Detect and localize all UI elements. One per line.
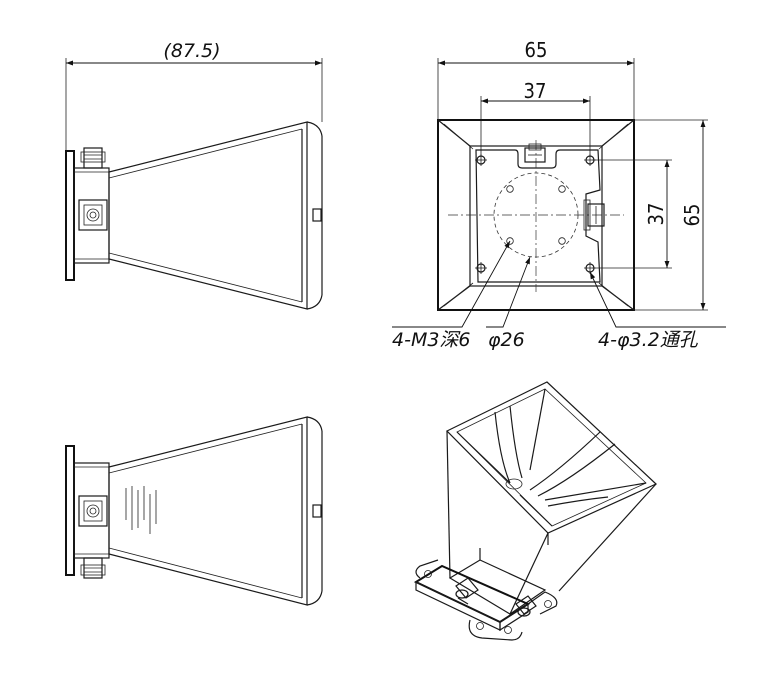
callout-tapped-holes: 4-M3深6 bbox=[392, 329, 471, 351]
front-view: 65 37 bbox=[392, 38, 726, 351]
dim-front-height: 65 bbox=[680, 204, 704, 227]
nameplate-text bbox=[125, 486, 157, 534]
callout-through-holes: 4-φ3.2通孔 bbox=[598, 329, 699, 351]
dim-front-width: 65 bbox=[525, 38, 548, 62]
dim-side-length: (87.5) bbox=[163, 40, 220, 62]
dim-hole-spacing-h: 37 bbox=[524, 79, 547, 103]
rear-side-view bbox=[65, 416, 323, 606]
dim-hole-spacing-v: 37 bbox=[644, 203, 668, 226]
callout-bolt-circle: φ26 bbox=[488, 329, 525, 351]
isometric-view bbox=[413, 381, 658, 641]
side-view: (87.5) bbox=[65, 40, 323, 310]
bolt-circle bbox=[493, 172, 579, 258]
